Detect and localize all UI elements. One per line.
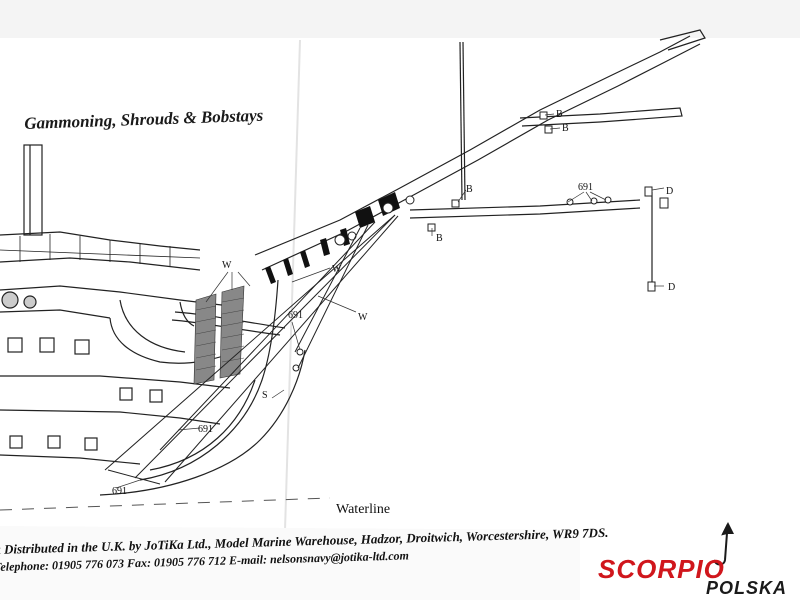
label-b-1: B [466, 184, 473, 195]
watermark-brand: SCORPIO [598, 554, 725, 584]
leader-lines [115, 113, 665, 489]
label-b-4: B [562, 123, 569, 134]
label-691-1: 691 [578, 182, 593, 193]
watermark-sub: POLSKA [706, 578, 788, 598]
watermark-logo: SCORPIO POLSKA [598, 520, 800, 600]
paper-fold [284, 39, 301, 531]
label-b-3: B [556, 109, 563, 120]
label-w-2: W [332, 264, 342, 275]
label-w-3: W [358, 312, 368, 323]
bobstays [104, 214, 399, 485]
waterline-label: Waterline [336, 502, 390, 517]
paper-top-shadow [0, 0, 800, 38]
label-691-3: 691 [198, 424, 213, 435]
rigging-blocks [292, 111, 669, 372]
label-d-1: D [666, 186, 673, 197]
bowsprit [254, 29, 706, 290]
label-691-4: 691 [112, 486, 127, 497]
label-w-1: W [222, 260, 232, 271]
callout-labels: W W W B B B B D D S 691 691 691 691 [112, 109, 675, 497]
scorpion-tail-icon [713, 522, 734, 566]
label-s: S [262, 390, 268, 401]
waterline [0, 497, 331, 511]
ship-hull [0, 144, 306, 496]
paper-bottom [0, 526, 580, 600]
label-b-2: B [436, 233, 443, 244]
label-d-2: D [668, 282, 675, 293]
label-691-2: 691 [288, 310, 303, 321]
shroud-hatching [193, 285, 245, 385]
